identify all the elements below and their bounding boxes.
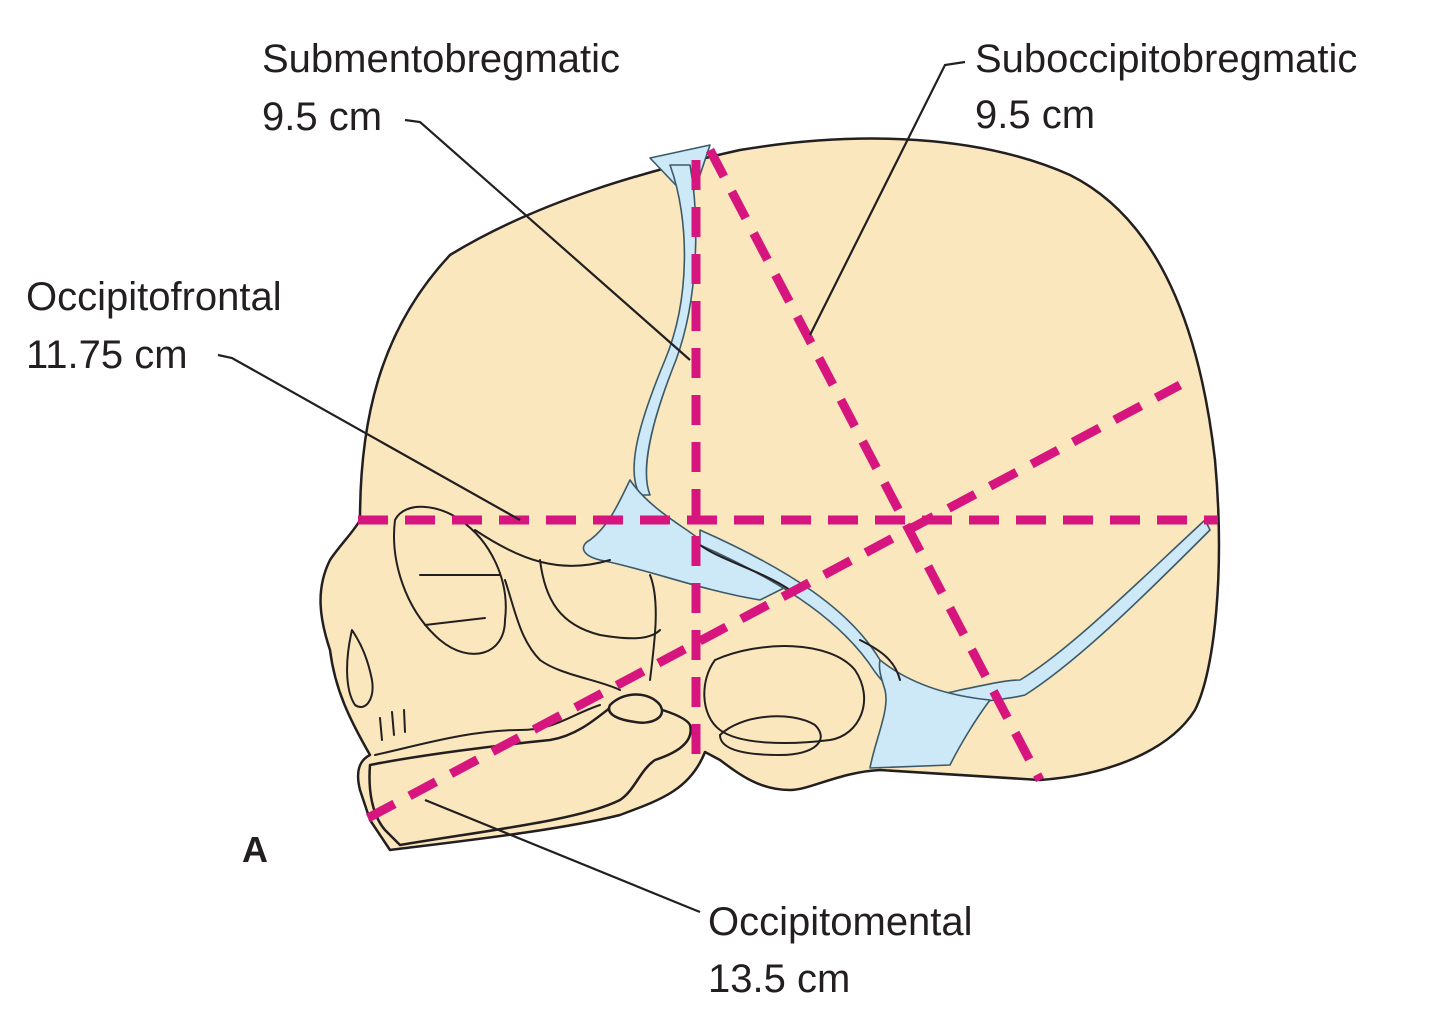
- ear-canal: [719, 715, 822, 756]
- upper-jaw-line: [374, 704, 601, 756]
- labels: Submentobregmatic 9.5 cm Suboccipitobreg…: [26, 37, 1357, 1001]
- leader-occipitomental: [424, 798, 701, 914]
- suboccipitobregmatic-line: [706, 147, 1044, 783]
- label-occipitomental-value: 13.5 cm: [708, 957, 850, 1001]
- ear-region: [703, 645, 865, 744]
- orbit-inner-lines: [419, 574, 501, 626]
- label-occipitofrontal-name: Occipitofrontal: [26, 275, 282, 319]
- leader-submentobregmatic: [404, 118, 691, 361]
- label-suboccipitobregmatic-value: 9.5 cm: [975, 93, 1095, 137]
- orbit: [393, 505, 507, 655]
- leader-lines: [217, 60, 966, 914]
- nasal-cavity: [346, 629, 374, 708]
- label-suboccipitobregmatic-name: Suboccipitobregmatic: [975, 37, 1357, 81]
- label-occipitomental-name: Occipitomental: [708, 900, 973, 944]
- maxilla: [504, 579, 621, 691]
- label-submentobregmatic-value: 9.5 cm: [262, 95, 382, 139]
- condyle: [607, 693, 664, 724]
- mastoid-fontanelle: [869, 659, 991, 769]
- mastoid-line: [859, 639, 901, 681]
- label-submentobregmatic-name: Submentobregmatic: [262, 37, 620, 81]
- leader-suboccipitobregmatic: [809, 60, 966, 336]
- leader-occipitofrontal: [217, 353, 521, 521]
- occipitomental-line: [365, 381, 1183, 822]
- measurement-lines: [358, 147, 1218, 822]
- panel-letter: A: [242, 829, 268, 870]
- skull-illustration: [319, 137, 1221, 852]
- label-occipitofrontal-value: 11.75 cm: [26, 333, 188, 377]
- mandible: [368, 698, 692, 847]
- zygoma: [539, 559, 661, 640]
- teeth: [379, 709, 406, 741]
- temporal-lines: [649, 544, 791, 681]
